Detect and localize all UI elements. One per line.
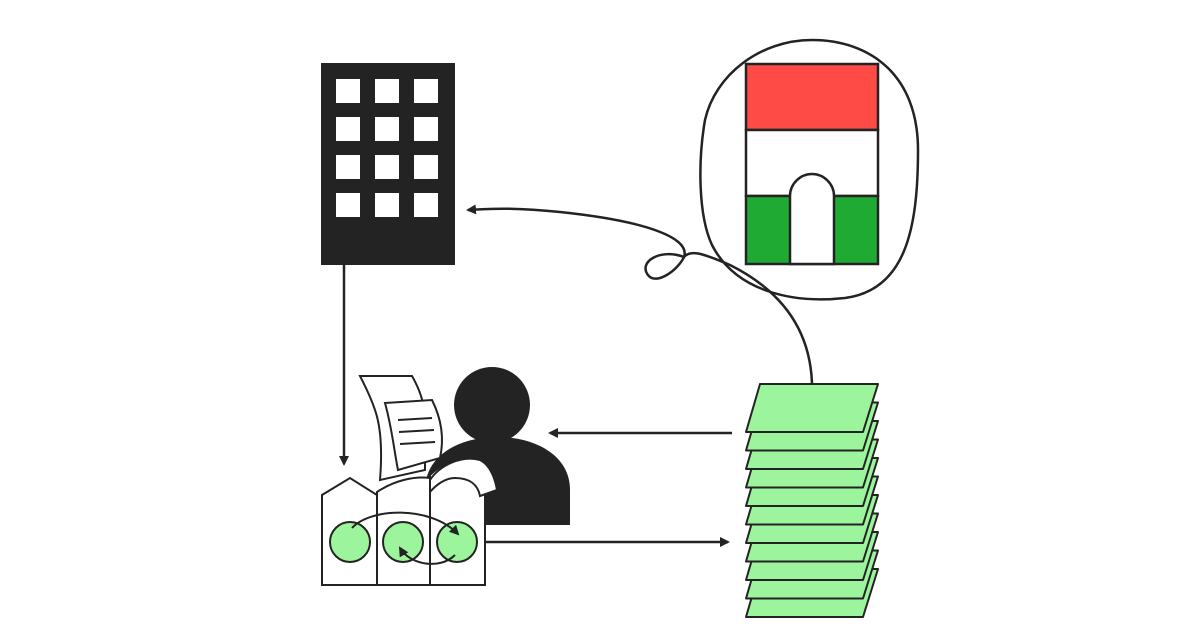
flag-node (699, 38, 920, 301)
flag-arch (788, 172, 836, 266)
building-window (375, 117, 399, 141)
document-folders-with-cycle-icon (321, 375, 499, 586)
sheet-line (398, 429, 435, 433)
cycle-node-2 (382, 521, 424, 563)
flag-red-stripe (744, 62, 880, 132)
building-window (375, 79, 399, 103)
building-window (375, 193, 399, 217)
cycle-arrow-bottom (398, 546, 456, 565)
building-window (414, 79, 438, 103)
balloon-outline (699, 38, 920, 301)
banknote-stack-icon (745, 383, 879, 618)
building-windows (336, 79, 438, 217)
sheet-line (397, 417, 433, 421)
building-window (375, 155, 399, 179)
building-window (414, 155, 438, 179)
curled-flap (429, 457, 499, 498)
sheet-line (399, 441, 436, 445)
hungary-flag-with-arch-icon (744, 62, 880, 266)
building-window (414, 117, 438, 141)
edge-flag-to-building (466, 204, 814, 385)
cycle-node-3 (436, 521, 478, 563)
building-window (336, 79, 360, 103)
building-window (414, 193, 438, 217)
building-window (336, 155, 360, 179)
building-window (336, 117, 360, 141)
building-window (336, 193, 360, 217)
office-building-icon (321, 63, 455, 265)
cycle-arrow-top (351, 511, 460, 536)
cycle-node-1 (329, 521, 371, 563)
banknote-sheet (745, 383, 879, 433)
person-head (454, 367, 530, 443)
